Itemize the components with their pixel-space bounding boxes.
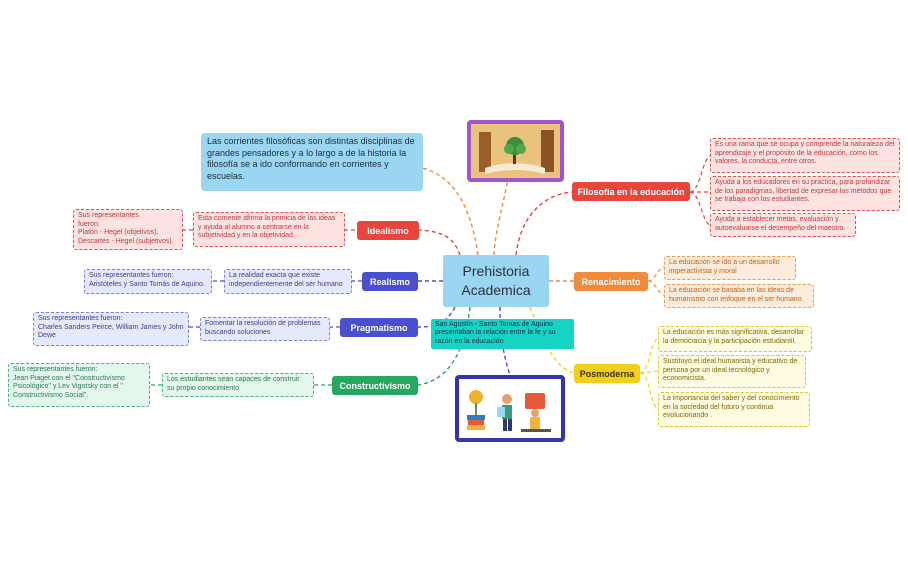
renacimiento-note-1: La educación se ido a un desarrollo impe… bbox=[664, 256, 796, 280]
topic-renacimiento[interactable]: Renacimiento bbox=[574, 272, 648, 291]
filosofia-note-1: Es una rama que se ocupa y comprende la … bbox=[710, 138, 900, 173]
central-topic[interactable]: Prehistoria Academica bbox=[443, 255, 549, 307]
idealismo-reps-line: Platón - Hegel (objetivos), bbox=[78, 229, 159, 237]
pragmatismo-desc-note: Fomentar la resolución de problemas busc… bbox=[200, 317, 330, 341]
idealismo-reps-note: Sus representantes fueron: Platón - Hege… bbox=[73, 209, 183, 250]
topic-realismo[interactable]: Realismo bbox=[362, 272, 418, 291]
posmoderna-note-text: La importancia del saber y del conocimie… bbox=[663, 395, 800, 420]
idealismo-reps-line: Descartes - Hegel (subjetivos). bbox=[78, 237, 174, 245]
posmoderna-note-text: Sustituyó el ideal humanista y educativo… bbox=[663, 358, 798, 383]
realismo-reps-line: Sus representantes fueron: bbox=[89, 272, 174, 279]
filosofia-note-text: Es una rama que se ocupa y comprende la … bbox=[715, 141, 895, 166]
link-filosofia bbox=[515, 191, 573, 256]
link-bottom-image bbox=[499, 306, 511, 376]
topic-posmoderna-label: Posmoderna bbox=[579, 368, 635, 379]
realismo-desc-text: La realidad exacta que existe independie… bbox=[229, 272, 343, 288]
topic-posmoderna[interactable]: Posmoderna bbox=[574, 364, 640, 383]
realismo-reps-note: Sus representantes fueron: Aristóteles y… bbox=[84, 269, 212, 294]
topic-realismo-label: Realismo bbox=[369, 276, 411, 287]
central-title-line1: Prehistoria bbox=[462, 263, 530, 279]
link-idealismo bbox=[417, 229, 461, 256]
pragmatismo-reps-line: Sus representantes fueron: bbox=[38, 315, 123, 322]
topic-renacimiento-label: Renacimiento bbox=[581, 276, 641, 287]
link-intro bbox=[421, 167, 479, 256]
topic-pragmatismo-label: Pragmatismo bbox=[350, 322, 408, 333]
link-constructivismo bbox=[417, 306, 471, 386]
idealismo-reps-line: Sus representantes bbox=[78, 212, 139, 219]
pragmatismo-reps-note: Sus representantes fueron: Charles Sande… bbox=[33, 312, 189, 346]
renacimiento-note-text: La educación se basaba en las ideas de h… bbox=[669, 287, 804, 303]
constructivismo-desc-text: Los estudiantes sean capaces de construi… bbox=[167, 376, 300, 392]
intro-text: Las corrientes filosóficas son distintas… bbox=[207, 136, 415, 181]
filosofia-note-text: Ayuda a los educadores en su practica, p… bbox=[715, 179, 892, 204]
realismo-desc-note: La realidad exacta que existe independie… bbox=[224, 269, 352, 294]
idealismo-reps-line: fueron: bbox=[78, 220, 100, 228]
topic-filosofia-label: Filosofía en la educación bbox=[577, 186, 685, 197]
posmoderna-note-text: La educación es más significativa, desar… bbox=[663, 329, 805, 345]
topic-pragmatismo[interactable]: Pragmatismo bbox=[340, 318, 418, 337]
link-posmoderna bbox=[529, 306, 575, 374]
realismo-reps-line: Aristóteles y Santo Tomás de Aquino. bbox=[89, 280, 205, 288]
constructivismo-reps-line: Jean Piaget con el "Constructivismo Psic… bbox=[13, 374, 125, 399]
pragmatismo-desc-text: Fomentar la resolución de problemas busc… bbox=[205, 320, 321, 336]
posmoderna-note-3: La importancia del saber y del conocimie… bbox=[658, 392, 810, 427]
posmoderna-note-2: Sustituyó el ideal humanista y educativo… bbox=[658, 355, 806, 388]
idealismo-desc-note: Esta corriente afirma la primicia de las… bbox=[193, 212, 345, 247]
central-title-line2: Academica bbox=[461, 282, 531, 298]
book-tree-icon bbox=[471, 124, 560, 178]
intro-note: Las corrientes filosóficas son distintas… bbox=[201, 133, 423, 191]
bottom-image-frame bbox=[455, 375, 565, 442]
top-image-frame bbox=[467, 120, 564, 182]
topic-filosofia[interactable]: Filosofía en la educación bbox=[572, 182, 690, 201]
topic-constructivismo-label: Constructivismo bbox=[339, 380, 411, 391]
topic-idealismo[interactable]: Idealismo bbox=[357, 221, 419, 240]
pragmatismo-reps-line: Charles Sanders Peirce, William James y … bbox=[38, 323, 184, 340]
constructivismo-reps-line: Sus representantes fueron: bbox=[13, 366, 98, 373]
reading-students-icon bbox=[459, 379, 561, 438]
renacimiento-note-text: La educación se ido a un desarrollo impe… bbox=[669, 259, 780, 275]
topic-constructivismo[interactable]: Constructivismo bbox=[332, 376, 418, 395]
idealismo-desc-text: Esta corriente afirma la primicia de las… bbox=[198, 215, 336, 240]
link-pragmatismo bbox=[417, 306, 456, 328]
renacimiento-note-2: La educación se basaba en las ideas de h… bbox=[664, 284, 814, 308]
constructivismo-reps-note: Sus representantes fueron: Jean Piaget c… bbox=[8, 363, 150, 407]
filosofia-note-2: Ayuda a los educadores en su practica, p… bbox=[710, 176, 900, 211]
posmoderna-note-1: La educación es más significativa, desar… bbox=[658, 326, 812, 352]
filosofia-note-3: Ayuda a establecer metas, evaluación y a… bbox=[710, 213, 856, 237]
constructivismo-desc-note: Los estudiantes sean capaces de construi… bbox=[162, 373, 314, 397]
topic-idealismo-label: Idealismo bbox=[367, 225, 409, 236]
fe-razon-note: San Agustín - Santo Tomas de Aquino pres… bbox=[431, 319, 574, 349]
filosofia-note-text: Ayuda a establecer metas, evaluación y a… bbox=[715, 216, 846, 232]
fe-razon-text: San Agustín - Santo Tomas de Aquino pres… bbox=[435, 321, 556, 345]
